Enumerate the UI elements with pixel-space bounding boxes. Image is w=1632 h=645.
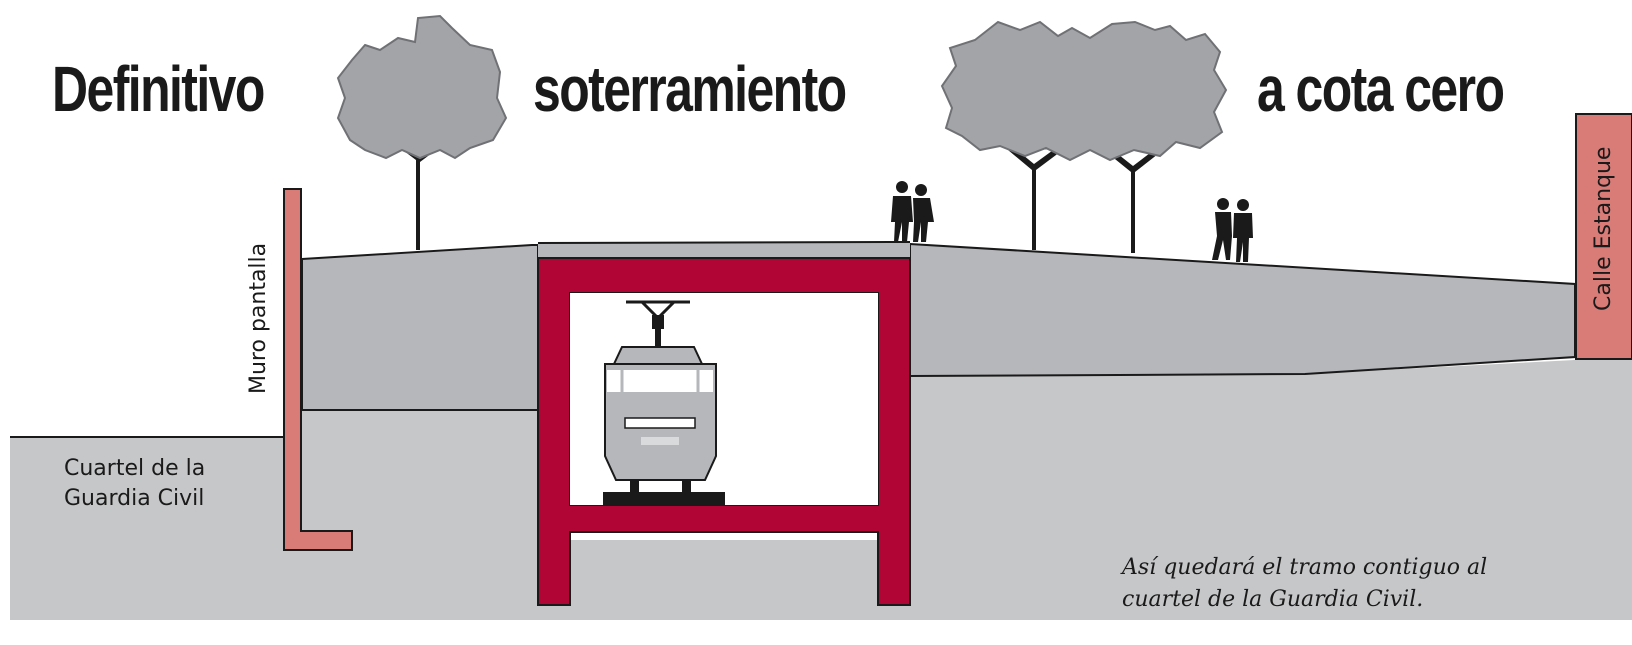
base-ground	[10, 410, 538, 620]
title-word-a-cota-cero: a cota cero	[1257, 53, 1505, 125]
tree-icon	[940, 20, 1228, 253]
muro-pantalla-label: Muro pantalla	[246, 242, 271, 394]
title-word-definitivo: Definitivo	[52, 53, 265, 125]
earth-fill-top	[538, 242, 910, 260]
base-ground-under-tunnel	[538, 540, 910, 620]
calle-estanque-label: Calle Estanque	[1591, 146, 1616, 311]
muro-pantalla-wall	[283, 188, 353, 551]
base-ground-right	[910, 357, 1632, 620]
calle-estanque-wall	[1575, 113, 1632, 360]
people-icon	[1212, 198, 1253, 262]
tree-icon	[336, 14, 508, 250]
earth-fill-left	[301, 244, 539, 411]
earth-fill-right	[909, 242, 1576, 378]
people-icon	[891, 181, 934, 242]
cuartel-label-line1: Cuartel de la	[64, 456, 206, 481]
caption-line2: cuartel de la Guardia Civil.	[1122, 587, 1424, 612]
caption: Así quedará el tramo contiguo al cuartel…	[1122, 552, 1487, 616]
surface-line	[537, 241, 911, 244]
tram-icon	[603, 300, 725, 505]
title-word-soterramiento: soterramiento	[533, 53, 847, 125]
caption-line1: Así quedará el tramo contiguo al	[1122, 555, 1488, 580]
cuartel-label-line2: Guardia Civil	[64, 486, 205, 511]
